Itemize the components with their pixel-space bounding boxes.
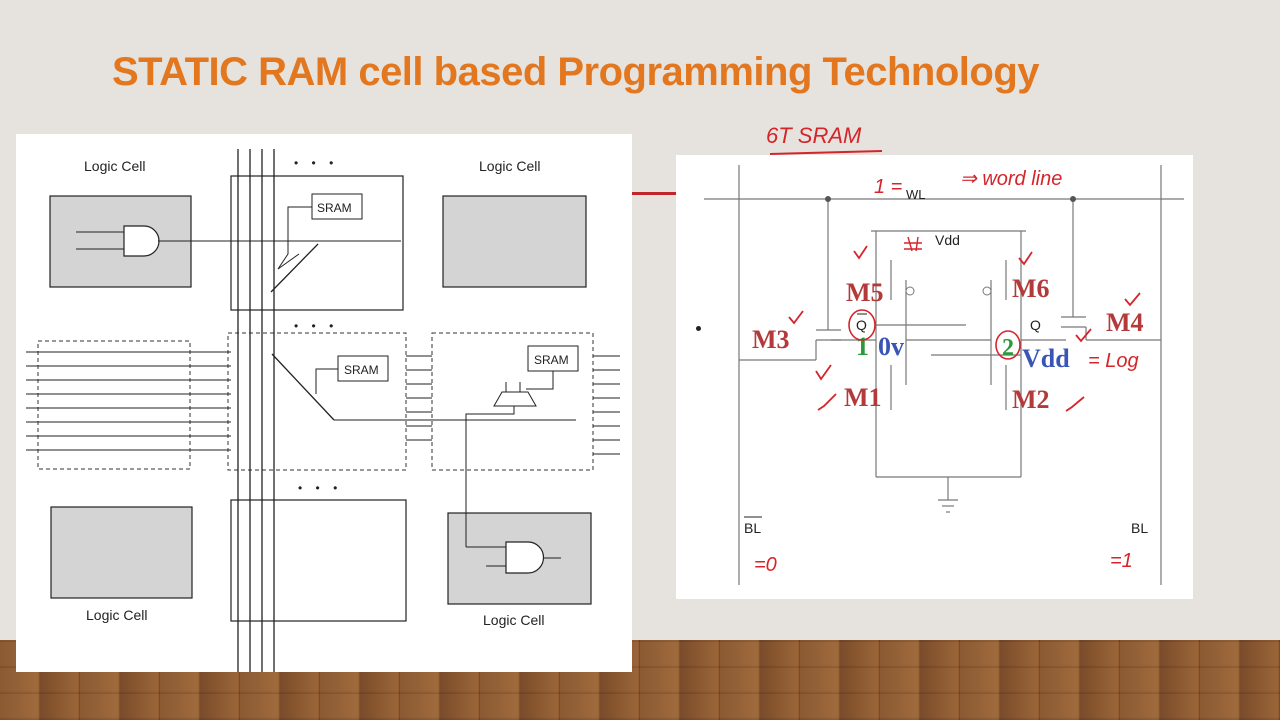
switch-box-bottom	[230, 499, 407, 622]
transistor-m6-label: M6	[1012, 274, 1050, 303]
vertical-routing-tracks	[237, 149, 275, 672]
logic-block-right-dashed	[431, 332, 594, 471]
fpga-sram-diagram-panel: Logic Cell Logic Cell Logic Cell Logic C…	[16, 134, 632, 672]
q-bar-circle	[848, 309, 876, 341]
transistor-m5-label: M5	[846, 278, 884, 307]
logic-cell-bottom-left	[50, 506, 193, 599]
handwritten-bl-value: =1	[1110, 550, 1133, 572]
and-gate-top-left	[76, 225, 401, 257]
switch-box-top	[230, 175, 404, 311]
sram-block-top: SRAM	[270, 193, 363, 293]
handwritten-bl-bar-value: =0	[754, 554, 777, 576]
handwritten-word-line-note: ⇒ word line	[960, 168, 1062, 190]
node2-circle	[995, 330, 1021, 360]
q-bar-label: Q	[856, 317, 867, 333]
handwritten-logic-note: = Log	[1088, 350, 1139, 372]
logic-cell-label-bottom-right: Logic Cell	[483, 612, 544, 628]
node1-voltage: 0v	[878, 332, 904, 361]
svg-text:SRAM: SRAM	[344, 363, 379, 377]
node2-voltage: Vdd	[1022, 344, 1070, 373]
handwritten-wl-prefix: 1 =	[874, 176, 902, 198]
sram-block-center: SRAM	[271, 353, 576, 421]
sram-6t-cell-panel: Vdd WL BL BL Q Q M5 M6 M3 M4 M1 M2 1 0v …	[676, 155, 1193, 599]
pointer-line	[632, 192, 676, 195]
handwritten-6t-sram-title: 6T SRAM	[766, 123, 862, 148]
check-marks	[788, 245, 1141, 412]
logic-cell-label-bottom-left: Logic Cell	[86, 607, 147, 623]
bullet-dot	[696, 326, 701, 331]
svg-text:SRAM: SRAM	[534, 353, 569, 367]
bl-bar-label: BL	[744, 520, 761, 536]
slide-title: STATIC RAM cell based Programming Techno…	[112, 50, 1040, 94]
sram-block-right: SRAM	[465, 345, 579, 547]
node1-number: 1	[856, 332, 869, 361]
wl-junction-left	[825, 196, 831, 202]
node2-number: 2	[1002, 335, 1014, 361]
logic-cell-top-right	[442, 195, 587, 288]
switch-box-center	[227, 332, 407, 471]
ellipsis-top: • • •	[294, 156, 338, 170]
pmos-bubble-left	[905, 286, 915, 296]
ellipsis-middle: • • •	[294, 319, 338, 333]
transistor-m2-label: M2	[1012, 385, 1050, 414]
logic-cell-label-top-right: Logic Cell	[479, 158, 540, 174]
title-underline	[769, 150, 883, 155]
transistor-m3-label: M3	[752, 325, 790, 354]
pmos-bubble-right	[982, 286, 992, 296]
transistor-m1-label: M1	[844, 383, 882, 412]
wl-label: WL	[906, 187, 926, 202]
svg-text:SRAM: SRAM	[317, 201, 352, 215]
multiplexer-icon	[493, 391, 537, 407]
fpga-sram-diagram: Logic Cell Logic Cell Logic Cell Logic C…	[26, 149, 620, 672]
bl-label: BL	[1131, 520, 1148, 536]
transistor-m4-label: M4	[1106, 308, 1144, 337]
wl-junction-right	[1070, 196, 1076, 202]
and-gate-bottom-right	[466, 541, 561, 574]
logic-cell-label-top-left: Logic Cell	[84, 158, 145, 174]
ellipsis-bottom: • • •	[298, 481, 342, 495]
horizontal-routing-tracks	[26, 351, 620, 455]
vdd-label: Vdd	[935, 232, 960, 248]
handwritten-hash-mark	[904, 236, 922, 252]
q-label: Q	[1030, 317, 1041, 333]
sram-6t-circuit: Vdd WL BL BL Q Q M5 M6 M3 M4 M1 M2 1 0v …	[704, 165, 1184, 585]
